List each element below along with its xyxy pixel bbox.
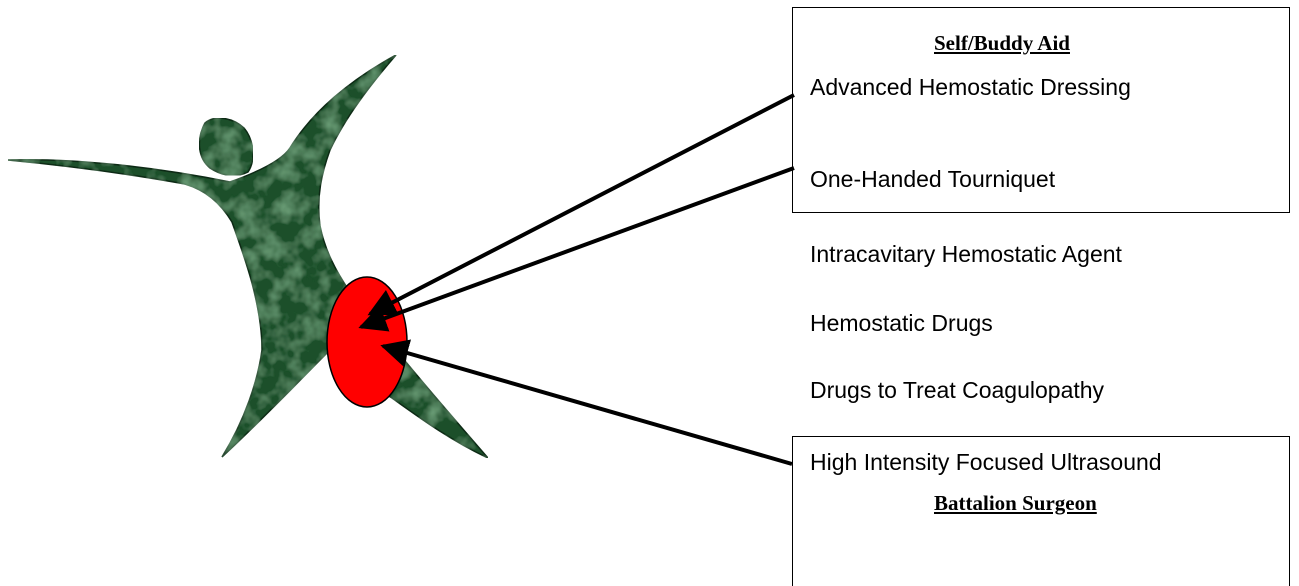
item-drugs-to-treat-coagulopathy: Drugs to Treat Coagulopathy [810,377,1104,404]
figure-head [199,118,253,175]
item-intracavitary-hemostatic-agent: Intracavitary Hemostatic Agent [810,241,1122,268]
item-advanced-hemostatic-dressing: Advanced Hemostatic Dressing [810,74,1131,101]
item-high-intensity-focused-ultrasound: High Intensity Focused Ultrasound [810,449,1162,476]
arrow-one-handed-tourniquet [361,168,794,327]
human-figure [8,55,488,458]
item-hemostatic-drugs: Hemostatic Drugs [810,310,993,337]
wound-marker [327,277,407,407]
self-buddy-aid-heading: Self/Buddy Aid [934,31,1070,56]
arrow-advanced-hemostatic-dressing [370,95,794,314]
item-one-handed-tourniquet: One-Handed Tourniquet [810,166,1055,193]
arrow-high-intensity-focused-ultrasound [383,346,792,464]
battalion-surgeon-heading: Battalion Surgeon [934,491,1097,516]
figure-body [8,55,488,458]
